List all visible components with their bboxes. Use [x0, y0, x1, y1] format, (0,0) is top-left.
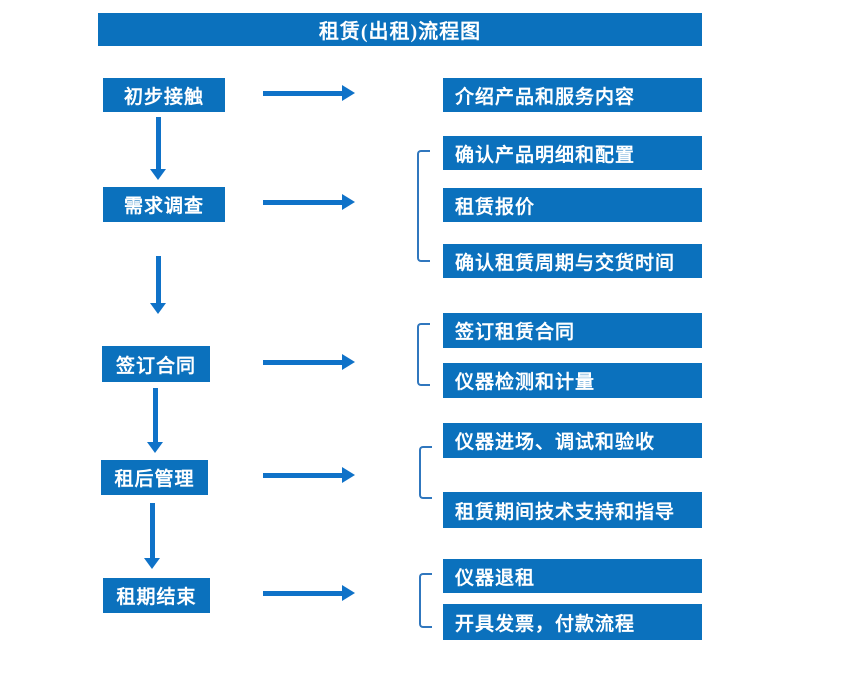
detail-box: 确认产品明细和配置: [443, 136, 702, 170]
down-arrow-icon: [144, 503, 160, 569]
right-arrow-icon: [263, 85, 355, 101]
bracket-connector: [417, 323, 430, 386]
step-box-post-rental-management: 租后管理: [101, 460, 208, 495]
step-box-demand-survey: 需求调查: [103, 187, 225, 222]
detail-box: 仪器检测和计量: [443, 363, 702, 398]
step-box-rental-end: 租期结束: [103, 578, 210, 613]
right-arrow-icon: [263, 354, 355, 370]
detail-box: 签订租赁合同: [443, 313, 702, 348]
chart-title: 租赁(出租)流程图: [98, 13, 702, 46]
down-arrow-icon: [150, 256, 166, 314]
bracket-connector: [419, 573, 432, 628]
detail-box: 仪器退租: [443, 559, 702, 593]
bracket-connector: [419, 446, 432, 499]
bracket-connector: [417, 150, 430, 262]
detail-box: 开具发票，付款流程: [443, 604, 702, 640]
step-box-sign-contract: 签订合同: [102, 346, 210, 382]
detail-box: 租赁期间技术支持和指导: [443, 492, 702, 528]
right-arrow-icon: [263, 585, 355, 601]
detail-box: 介绍产品和服务内容: [443, 78, 702, 112]
detail-box: 仪器进场、调试和验收: [443, 423, 702, 458]
detail-box: 租赁报价: [443, 188, 702, 222]
right-arrow-icon: [263, 194, 355, 210]
detail-box: 确认租赁周期与交货时间: [443, 244, 702, 278]
right-arrow-icon: [263, 467, 355, 483]
step-box-initial-contact: 初步接触: [103, 78, 225, 112]
down-arrow-icon: [150, 117, 166, 180]
down-arrow-icon: [147, 388, 163, 453]
